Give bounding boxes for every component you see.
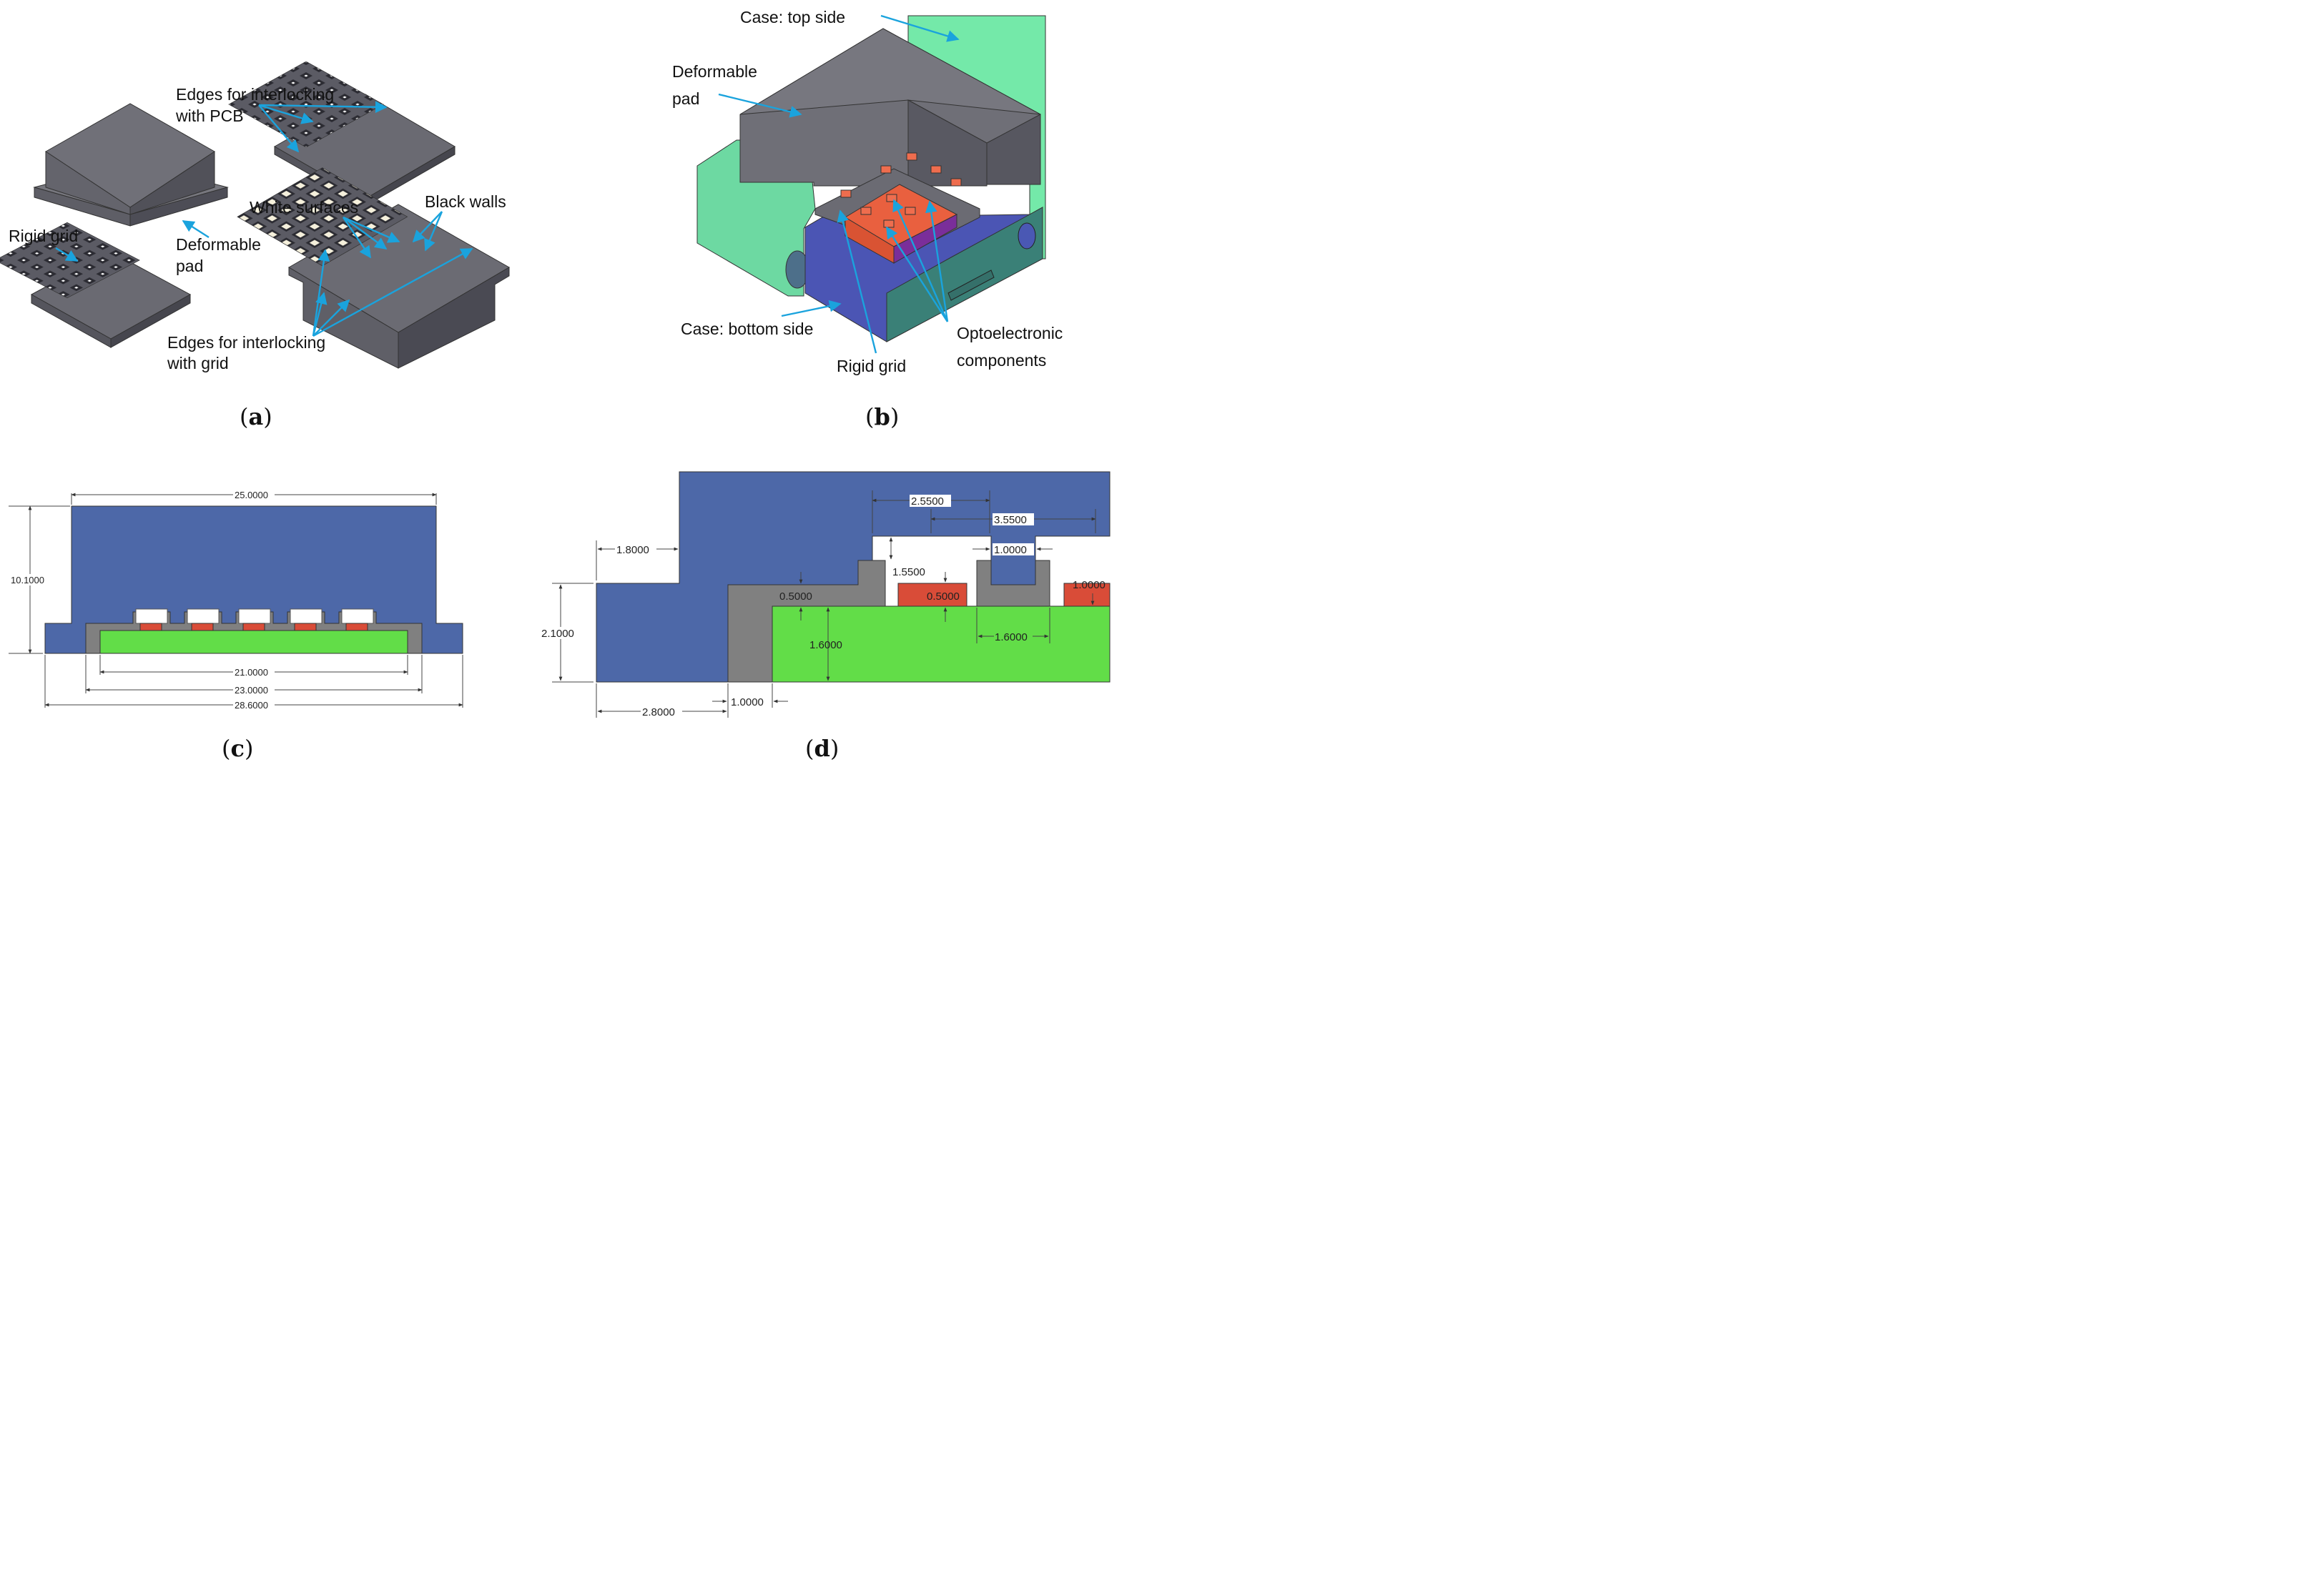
figure: Edges for interlocking with PCB Rigid gr…: [0, 8, 1111, 762]
label-opto-line2: components: [957, 351, 1046, 370]
label-edges-grid-line1: Edges for interlocking: [167, 333, 325, 352]
case-hole-right: [1018, 222, 1036, 249]
dim-c-grid-width: 23.0000: [235, 685, 268, 696]
dim-c-top-width: 25.0000: [235, 490, 268, 500]
dim-d-13: 1.0000: [731, 696, 764, 708]
label-deformable-line2: pad: [176, 257, 203, 275]
label-opto-line1: Optoelectronic: [957, 324, 1063, 342]
detail-chip-right: [1063, 583, 1111, 607]
dim-d-5: 1.5500: [892, 566, 925, 578]
label-deformable-line1: Deformable: [176, 235, 261, 254]
caption-c-letter: c: [230, 735, 244, 762]
case-bottom-side: [886, 207, 1043, 342]
dim-d-12: 2.8000: [642, 706, 675, 718]
caption-b-letter: b: [874, 403, 890, 430]
dim-d-4: 1.0000: [994, 544, 1027, 556]
pcb-green: [99, 630, 408, 654]
label-deformable-b-line2: pad: [672, 89, 699, 108]
panel-c: 25.0000 10.1000 21.0000 23.0000 28.6000 …: [9, 489, 463, 762]
case-slot: [947, 270, 995, 301]
label-edges-pcb-line2: with PCB: [175, 107, 244, 125]
panel-b-arrows: [718, 14, 960, 354]
panel-b: Case: top side Deformable pad Case: bott…: [672, 8, 1063, 430]
dim-d-11: 1.6000: [995, 631, 1028, 643]
detail-chip-left: [897, 583, 967, 607]
caption-d-letter: d: [814, 735, 829, 762]
label-case-bottom: Case: bottom side: [681, 320, 813, 338]
dim-d-6: 0.5000: [779, 590, 812, 603]
dim-c-inner-pcb: 21.0000: [235, 667, 268, 678]
label-black-walls: Black walls: [425, 192, 506, 211]
dim-d-2: 2.5500: [911, 495, 944, 508]
caption-c: (c): [222, 735, 253, 762]
dim-d-8: 1.0000: [1073, 579, 1106, 591]
deformable-pad-model: [33, 103, 229, 227]
opto-chips: [840, 152, 962, 228]
label-rigid-grid-b: Rigid grid: [837, 357, 906, 375]
label-edges-pcb-line1: Edges for interlocking: [176, 85, 334, 104]
label-deformable-b-line1: Deformable: [672, 62, 757, 81]
caption-a: (a): [240, 403, 272, 430]
dim-d-3: 3.5500: [994, 514, 1027, 526]
dim-d-1: 1.8000: [616, 544, 649, 556]
caption-d: (d): [805, 735, 839, 762]
opto-block-side: [893, 214, 957, 264]
dim-c-total-width: 28.6000: [235, 700, 268, 711]
dim-c-height: 10.1000: [11, 575, 44, 585]
panel-a-arrows: [55, 101, 473, 337]
dim-d-10: 1.6000: [809, 639, 842, 651]
label-rigid-grid: Rigid grid: [9, 227, 78, 245]
dim-d-7: 0.5000: [927, 590, 960, 603]
label-white-surfaces: White surfaces: [250, 198, 358, 217]
label-edges-grid-line2: with grid: [167, 354, 229, 372]
panel-a: Edges for interlocking with PCB Rigid gr…: [0, 61, 510, 430]
label-case-top: Case: top side: [740, 8, 845, 26]
dim-d-9: 2.1000: [541, 628, 574, 640]
caption-b: (b): [865, 403, 899, 430]
panel-d: 1.8000 2.5500 3.5500 1.0000 1.5500 0.500…: [541, 471, 1111, 762]
caption-a-letter: a: [248, 403, 263, 430]
